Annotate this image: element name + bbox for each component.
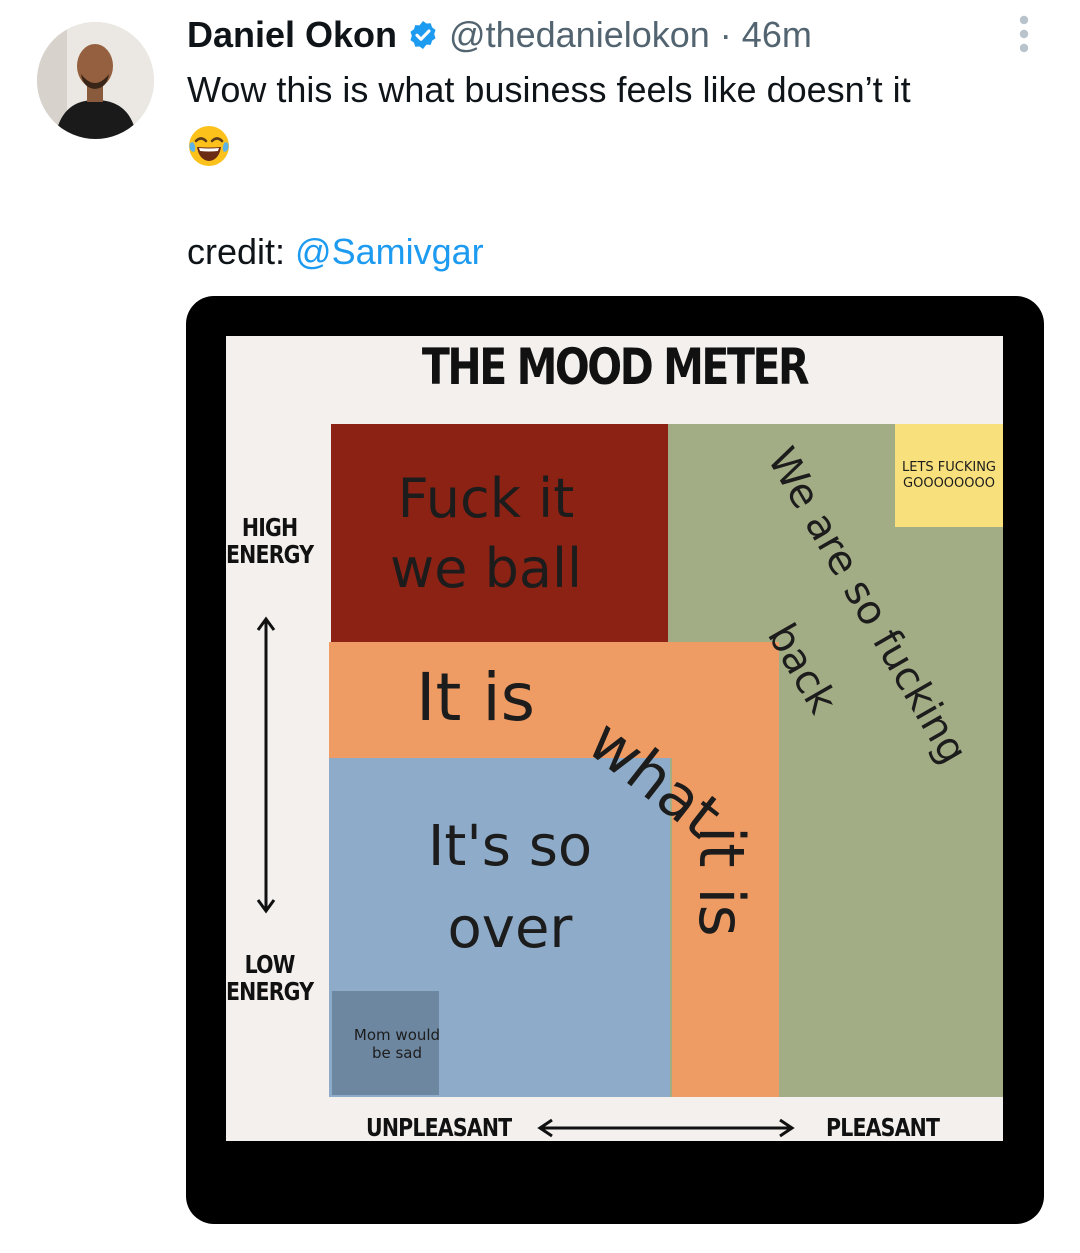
slate-block	[332, 991, 439, 1095]
yellow-block-text: LETS FUCKING GOOOOOOOO	[901, 460, 996, 491]
credit-mention-link[interactable]: @Samivgar	[295, 231, 484, 272]
tweet-media[interactable]: THE MOOD METER Fuck it we ball It is wha…	[186, 296, 1044, 1224]
credit-label: credit:	[187, 231, 296, 272]
tweet-header: Daniel Okon @thedanielokon · 46m	[187, 12, 812, 58]
low-energy-label: LOW ENERGY	[226, 950, 314, 1006]
tweet-text: Wow this is what business feels like doe…	[187, 69, 911, 110]
verified-badge-icon	[410, 21, 436, 49]
separator-dot: ·	[719, 14, 732, 55]
author-name[interactable]: Daniel Okon	[187, 14, 398, 55]
credit-line: credit: @Samivgar	[187, 228, 484, 276]
tears-of-joy-emoji-icon	[189, 126, 229, 166]
high-energy-label: HIGH ENERGY	[226, 513, 314, 569]
unpleasant-label: UNPLEASANT	[366, 1113, 512, 1141]
horizontal-arrow-icon	[537, 1118, 795, 1138]
red-block-text: Fuck it we ball	[390, 467, 582, 600]
pleasant-label: PLEASANT	[826, 1113, 940, 1141]
slate-block-text: Mom would be sad	[353, 1026, 441, 1062]
author-handle[interactable]: @thedanielokon	[449, 14, 710, 55]
more-options-icon[interactable]	[1018, 14, 1030, 54]
vertical-arrow-icon	[256, 616, 276, 914]
orange-block-text: It is	[416, 659, 536, 736]
orange-block-right	[672, 642, 779, 1097]
red-block	[331, 424, 668, 642]
blue-block-text: It's so over	[427, 814, 593, 961]
orange-it-is-text: it is	[685, 826, 758, 937]
mood-meter-image: THE MOOD METER Fuck it we ball It is wha…	[226, 336, 1003, 1141]
meme-title: THE MOOD METER	[421, 338, 810, 396]
timestamp[interactable]: 46m	[741, 14, 812, 55]
avatar[interactable]	[37, 22, 154, 139]
yellow-block	[895, 424, 1003, 527]
avatar-photo	[37, 22, 154, 139]
